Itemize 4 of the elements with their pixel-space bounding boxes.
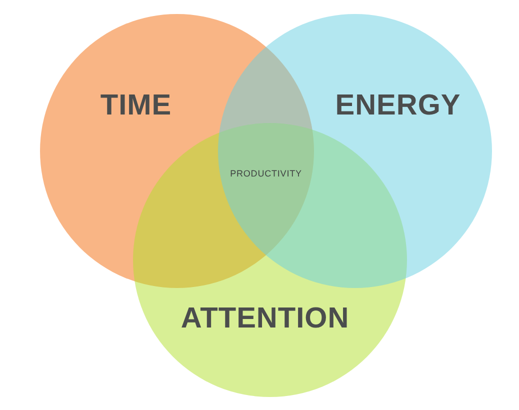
overlap-label: PRODUCTIVITY	[230, 170, 302, 178]
set-label: TIME	[100, 92, 172, 120]
set-label: ATTENTION	[180, 304, 350, 334]
set-label: ENERGY	[335, 92, 461, 120]
